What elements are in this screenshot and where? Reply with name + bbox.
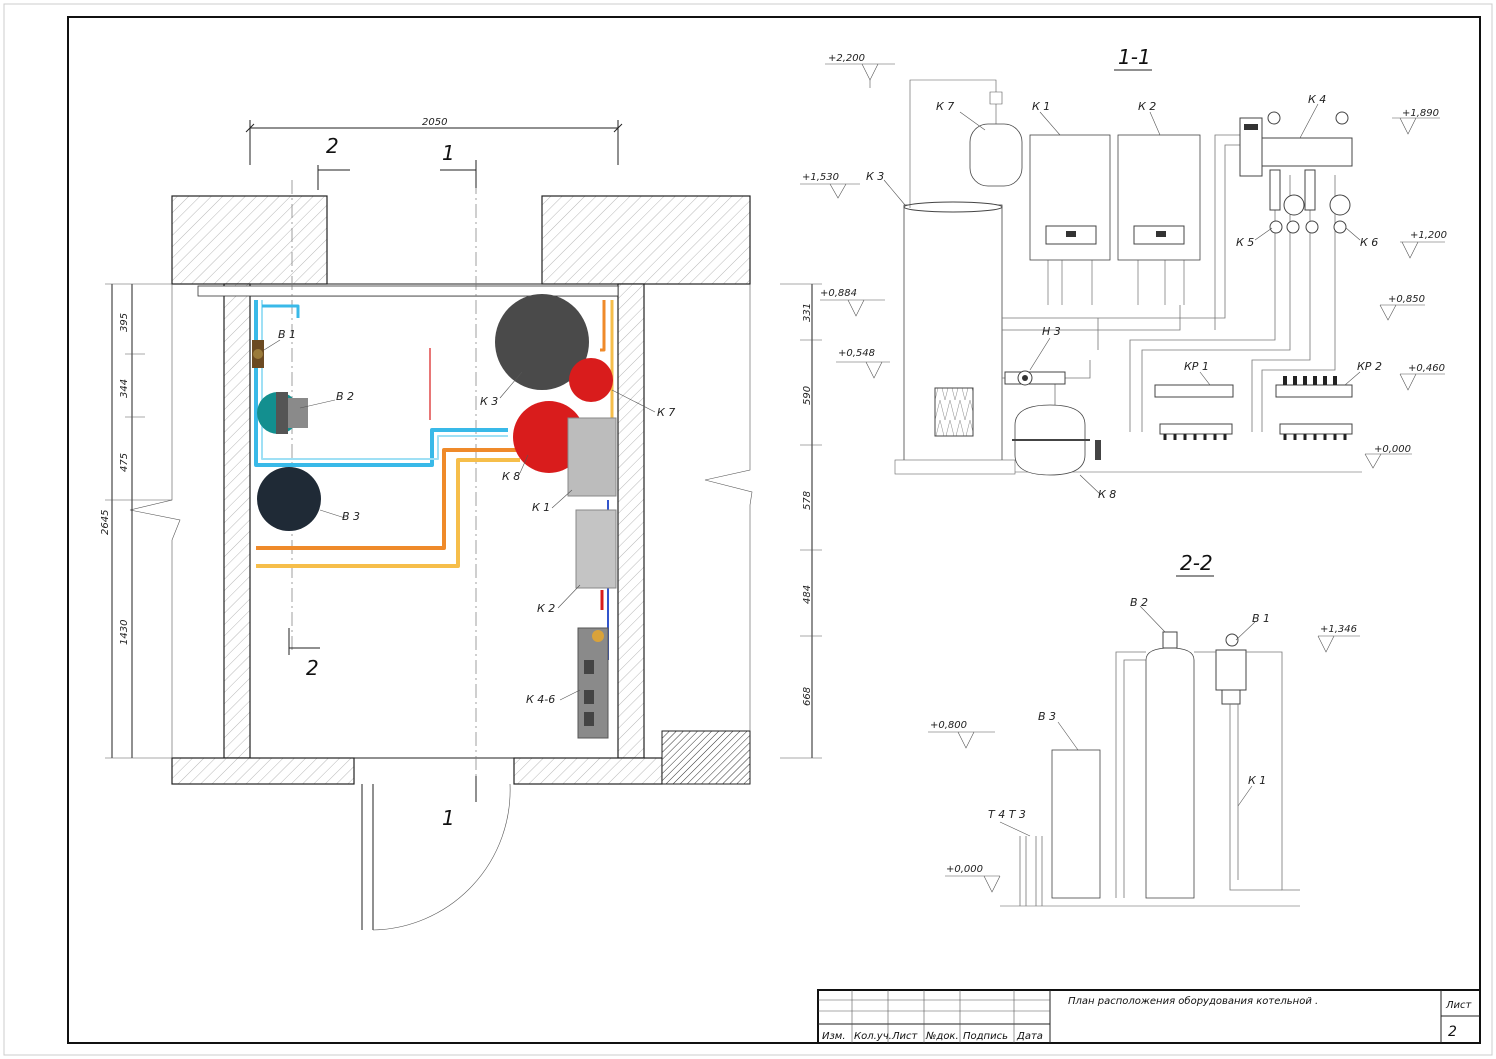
dim-left-total: 2645 — [100, 510, 111, 535]
level-mark-section_1_1-levels-4: +1,890 — [1402, 108, 1439, 119]
wall-top-left — [171, 195, 328, 285]
level-mark-section_2_2-levels-0: +1,346 — [1320, 624, 1357, 635]
s11-label-k1: К 1 — [1032, 100, 1050, 113]
wall-top-right — [541, 195, 751, 285]
s11-kp1-manifold — [1154, 384, 1234, 440]
level-mark-section_2_2-levels-2: +0,000 — [946, 864, 983, 875]
s11-label-h3: Н 3 — [1042, 325, 1061, 338]
s11-label-k5: К 5 — [1236, 236, 1254, 249]
wall-bottom-left — [171, 757, 355, 785]
s11-k4-manifold — [1239, 111, 1353, 234]
level-marks-1-1: +2,200 +1,530 +0,884 +0,548 +1,890 +1,20… — [800, 53, 1447, 469]
tb-description: План расположения оборудования котельной… — [1068, 995, 1318, 1007]
s22-label-k1: К 1 — [1248, 774, 1266, 787]
floor-plan: 2050 2 1 1 — [100, 117, 822, 931]
plan-equipment-b3 — [257, 467, 321, 531]
s11-k1-boiler — [1029, 134, 1111, 305]
tb-col-data: Дата — [1016, 1031, 1043, 1042]
s11-k2-boiler — [1117, 134, 1201, 305]
outer-frame — [3, 3, 1493, 1056]
s11-label-k3: К 3 — [866, 170, 884, 183]
s11-h3-pump — [1004, 370, 1066, 386]
section-mark-1-bottom: 1 — [442, 806, 455, 830]
s11-k7-tank — [969, 123, 1023, 187]
inner-frame — [67, 16, 1481, 1044]
dim-right-4: 484 — [802, 585, 813, 604]
wall-left — [223, 283, 251, 759]
section-mark-2-top: 2 — [326, 134, 339, 158]
plan-width-dim: 2050 — [422, 117, 447, 128]
level-mark-section_1_1-levels-2: +0,884 — [820, 288, 857, 299]
plan-equipment-k1 — [567, 417, 617, 497]
tb-col-list: Лист — [891, 1031, 919, 1042]
s22-b2-filter — [1145, 631, 1195, 899]
s11-label-k4: К 4 — [1308, 93, 1326, 106]
level-mark-section_1_1-levels-1: +1,530 — [802, 172, 839, 183]
level-mark-section_1_1-levels-0: +2,200 — [828, 53, 865, 64]
s11-label-k7: К 7 — [936, 100, 954, 113]
s11-kp2-manifold — [1275, 376, 1353, 440]
section-2-2-title: 2-2 — [1180, 551, 1213, 575]
dim-left-4: 1430 — [119, 620, 130, 645]
dim-right-1: 331 — [802, 303, 813, 322]
plan-equipment-k4-6 — [577, 627, 609, 739]
level-mark-section_2_2-levels-1: +0,800 — [930, 720, 967, 731]
plan-label-k4-6: К 4-6 — [526, 693, 555, 706]
plan-label-k2: К 2 — [537, 602, 555, 615]
plan-equipment-k2 — [575, 509, 617, 589]
s11-label-k2: К 2 — [1138, 100, 1156, 113]
tb-col-ndok: №док. — [925, 1031, 959, 1042]
s11-label-k8: К 8 — [1098, 488, 1116, 501]
dim-right-3: 578 — [802, 491, 813, 510]
s22-b1-filter — [1215, 633, 1247, 705]
plan-label-k1: К 1 — [532, 501, 550, 514]
level-mark-section_1_1-levels-6: +0,850 — [1388, 294, 1425, 305]
dim-right-2: 590 — [802, 386, 813, 405]
plan-label-k7: К 7 — [657, 406, 675, 419]
tb-sheet-number: 2 — [1448, 1024, 1457, 1040]
title-block: Изм. Кол.уч. Лист №док. Подпись Дата Пла… — [817, 989, 1481, 1044]
s22-label-b2: В 2 — [1130, 596, 1148, 609]
s22-label-b3: В 3 — [1038, 710, 1056, 723]
s11-label-k6: К 6 — [1360, 236, 1378, 249]
plan-equipment-k7 — [569, 358, 613, 402]
plan-equipment-k3 — [495, 294, 589, 390]
section-2-2: 2-2 +1,346 +0,800 +0,000 — [928, 551, 1360, 907]
plan-equipment-b1 — [252, 340, 264, 368]
wall-bottom-column — [661, 730, 751, 785]
plan-label-b3: В 3 — [342, 510, 360, 523]
section-1-1-title: 1-1 — [1118, 45, 1151, 69]
tb-col-koluch: Кол.уч. — [854, 1031, 892, 1042]
plan-label-k8: К 8 — [502, 470, 520, 483]
s11-label-kp2: КР 2 — [1357, 360, 1382, 373]
dim-left-1: 395 — [119, 313, 130, 332]
section-mark-1-top: 1 — [442, 141, 455, 165]
s11-k8-vessel — [1012, 404, 1101, 476]
level-marks-2-2: +1,346 +0,800 +0,000 — [928, 624, 1360, 893]
level-mark-section_1_1-levels-5: +1,200 — [1410, 230, 1447, 241]
tb-col-izm: Изм. — [822, 1031, 846, 1042]
dim-left-3: 475 — [119, 453, 130, 472]
plan-equipment-k8 — [513, 401, 585, 473]
wall-right — [617, 283, 645, 759]
tb-col-podpis: Подпись — [963, 1031, 1008, 1042]
section-mark-2-bottom: 2 — [306, 656, 319, 680]
s22-b3-softener — [1051, 749, 1101, 899]
s11-label-kp1: КР 1 — [1184, 360, 1209, 373]
s22-label-b1: В 1 — [1252, 612, 1270, 625]
level-mark-section_1_1-levels-3: +0,548 — [838, 348, 875, 359]
plan-equipment-b2 — [257, 392, 308, 434]
plan-label-k3: К 3 — [480, 395, 498, 408]
level-mark-section_1_1-levels-7: +0,460 — [1408, 363, 1445, 374]
dim-right-5: 668 — [802, 687, 813, 706]
level-mark-section_1_1-levels-8: +0,000 — [1374, 444, 1411, 455]
dim-left-2: 344 — [119, 379, 130, 398]
s22-label-t4t3: Т 4 Т 3 — [988, 808, 1026, 821]
tb-sheet-label: Лист — [1445, 1000, 1473, 1011]
plan-label-b2: В 2 — [336, 390, 354, 403]
plan-label-b1: В 1 — [278, 328, 296, 341]
section-1-1: 1-1 +2,200 +1,530 +0,884 +0,548 +1,890 +… — [800, 45, 1447, 501]
wall-bottom-right — [513, 757, 663, 785]
